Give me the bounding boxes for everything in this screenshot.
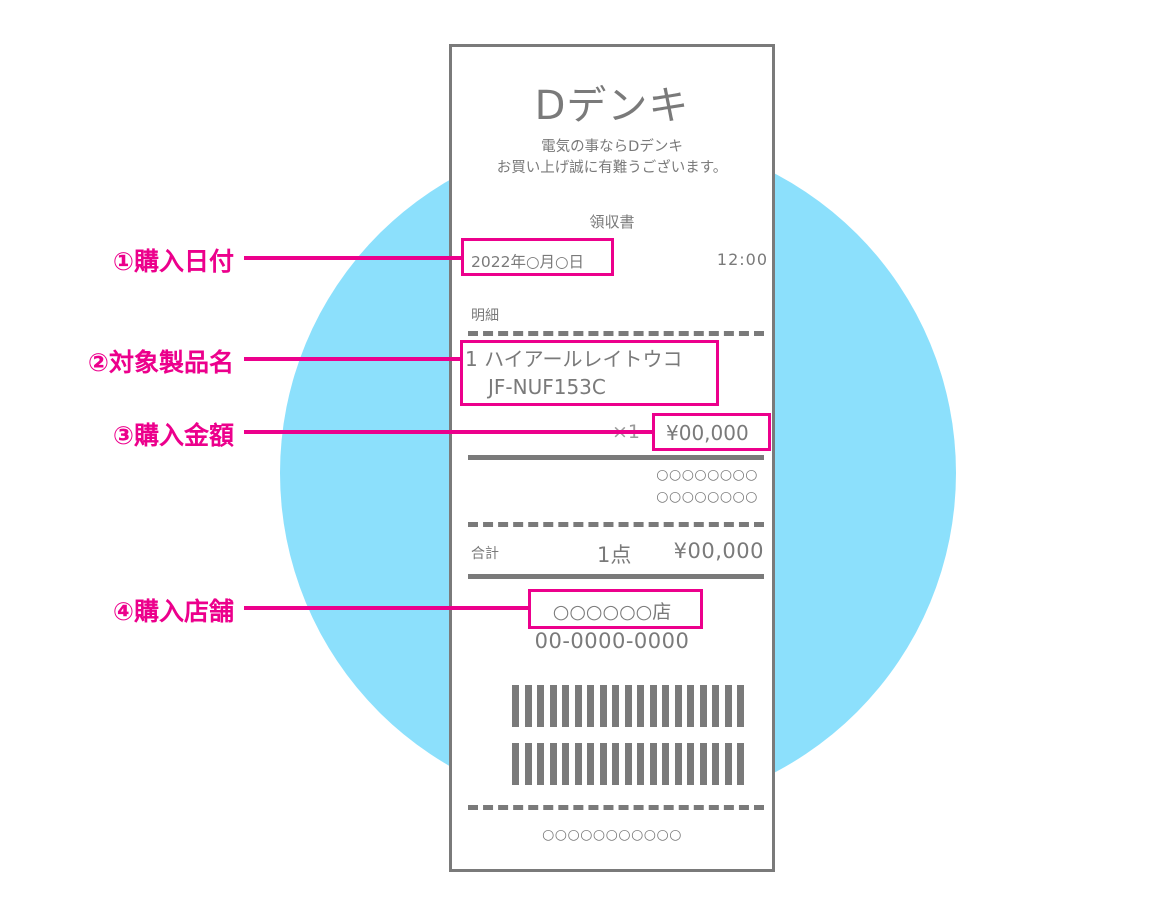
- barcode: [512, 743, 744, 785]
- details-label: 明細: [471, 308, 499, 324]
- receipt: Dデンキ 電気の事ならDデンキ お買い上げ誠に有難うございます。 領収書 202…: [449, 44, 775, 872]
- barcode-bar: [712, 743, 719, 785]
- total-count: 1点: [597, 543, 632, 567]
- barcode-bar: [674, 743, 682, 785]
- barcode-bar: [524, 743, 532, 785]
- item-name: 1 ハイアールレイトウコ: [465, 347, 683, 371]
- barcode-bar: [637, 685, 644, 727]
- store-name: ○○○○○○店: [552, 601, 672, 623]
- barcode-bar: [612, 685, 619, 727]
- barcode-bar: [637, 743, 644, 785]
- barcode-bar: [699, 685, 707, 727]
- purchase-date: 2022年○月○日: [471, 253, 584, 271]
- barcode-bar: [549, 685, 557, 727]
- price-highlight-box: [652, 413, 771, 451]
- barcode-bar: [712, 685, 719, 727]
- barcode-bar: [587, 685, 594, 727]
- barcode-bar: [699, 743, 707, 785]
- tagline-line-1: 電気の事ならDデンキ: [541, 139, 683, 155]
- item-code: JF-NUF153C: [488, 375, 606, 399]
- placeholder-marks: ○○○○○○○○: [656, 467, 758, 483]
- barcode-bar: [574, 685, 582, 727]
- tagline-line-2: お買い上げ誠に有難うございます。: [496, 160, 728, 176]
- barcode-bar: [562, 743, 569, 785]
- barcode-bar: [724, 685, 732, 727]
- leader-line: [244, 357, 461, 361]
- barcode-bar: [512, 743, 519, 785]
- total-amount: ¥00,000: [673, 539, 764, 563]
- store-highlight-box: [528, 589, 703, 629]
- barcode-bar: [562, 685, 569, 727]
- barcode-bar: [574, 743, 582, 785]
- product-highlight-box: [460, 340, 719, 406]
- footer-marks: ○○○○○○○○○○○: [542, 827, 682, 843]
- receipt-title: 領収書: [589, 213, 635, 231]
- purchase-time: 12:00: [716, 250, 768, 269]
- barcode-bar: [599, 685, 607, 727]
- barcode-bar: [724, 743, 732, 785]
- callout-store: ④購入店舗: [112, 597, 234, 626]
- leader-line: [244, 606, 529, 610]
- total-label: 合計: [471, 546, 499, 562]
- barcode: [512, 685, 744, 727]
- barcode-bar: [687, 685, 694, 727]
- callout-purchase-date: ①購入日付: [112, 247, 234, 276]
- barcode-bar: [599, 743, 607, 785]
- divider-solid: [468, 574, 764, 579]
- divider-dashed: [468, 522, 764, 527]
- divider-dashed: [468, 331, 764, 336]
- callout-purchase-amount: ③購入金額: [112, 421, 234, 450]
- barcode-bar: [687, 743, 694, 785]
- divider-dashed: [468, 805, 764, 810]
- barcode-bar: [537, 685, 544, 727]
- store-phone: 00-0000-0000: [534, 629, 690, 653]
- barcode-bar: [737, 685, 744, 727]
- barcode-bar: [624, 743, 632, 785]
- leader-line: [244, 430, 653, 434]
- barcode-bar: [537, 743, 544, 785]
- barcode-bar: [662, 743, 669, 785]
- barcode-bar: [674, 685, 682, 727]
- placeholder-marks: ○○○○○○○○: [656, 489, 758, 505]
- divider-solid: [468, 455, 764, 460]
- barcode-bar: [649, 685, 657, 727]
- tagline: 電気の事ならDデンキ お買い上げ誠に有難うございます。: [452, 137, 772, 179]
- barcode-bar: [624, 685, 632, 727]
- barcode-bar: [512, 685, 519, 727]
- barcode-bar: [649, 743, 657, 785]
- barcode-bar: [549, 743, 557, 785]
- barcode-bar: [524, 685, 532, 727]
- barcode-bar: [587, 743, 594, 785]
- barcode-bar: [612, 743, 619, 785]
- barcode-bar: [662, 685, 669, 727]
- date-highlight-box: [461, 238, 614, 276]
- callout-product-name: ②対象製品名: [87, 348, 234, 377]
- leader-line: [244, 256, 462, 260]
- shop-name: Dデンキ: [534, 83, 690, 129]
- barcode-bar: [737, 743, 744, 785]
- item-price: ¥00,000: [666, 421, 749, 445]
